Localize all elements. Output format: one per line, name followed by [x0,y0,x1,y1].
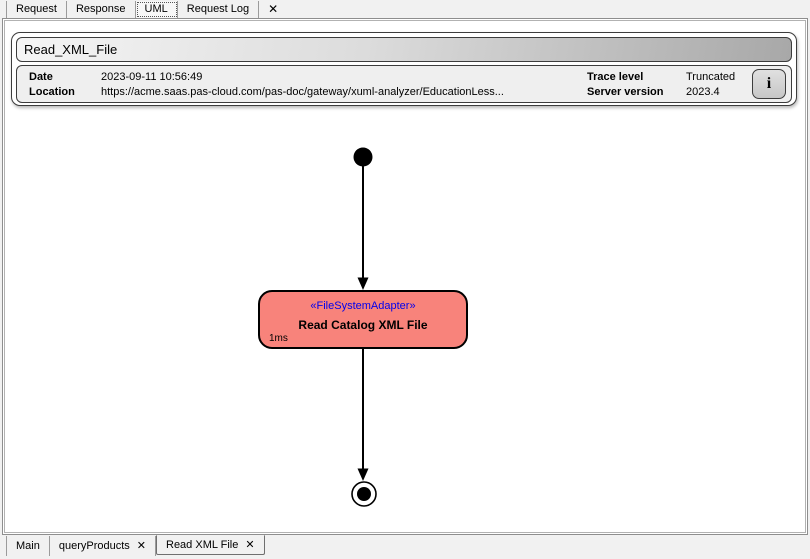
arrowhead-bottom-icon [357,468,369,481]
tab-uml[interactable]: UML [135,1,178,18]
final-node-inner [357,487,371,501]
top-tab-bar: Request Response UML Request Log ✕ [0,0,810,18]
arrowhead-top-icon [357,277,369,290]
tab-main[interactable]: Main [6,536,50,556]
header-card: Read_XML_File Date 2023-09-11 10:56:49 L… [11,32,797,106]
activity-node[interactable]: «FileSystemAdapter» Read Catalog XML Fil… [258,290,468,349]
trace-level-label: Trace level [587,71,644,83]
trace-level-value: Truncated [686,71,736,83]
date-value: 2023-09-11 10:56:49 [101,71,203,83]
server-version-value: 2023.4 [686,86,720,98]
tab-queryproducts[interactable]: queryProducts ✕ [50,536,156,556]
date-label: Date [29,71,53,83]
bottom-tab-bar: Main queryProducts ✕ Read XML File ✕ [0,535,810,559]
tab-main-label: Main [16,539,40,552]
activity-duration: 1ms [269,333,288,344]
uml-view-panel: Read_XML_File Date 2023-09-11 10:56:49 L… [2,18,808,535]
location-value: https://acme.saas.pas-cloud.com/pas-doc/… [101,86,504,98]
diagram-title: Read_XML_File [24,42,118,57]
server-version-label: Server version [587,86,664,98]
tab-read-xml-file-label: Read XML File [166,538,239,551]
initial-node [353,147,373,167]
info-button[interactable]: i [752,69,786,99]
activity-diagram [351,147,377,507]
activity-stereotype: «FileSystemAdapter» [310,300,416,312]
location-label: Location [29,86,75,98]
tab-request-log[interactable]: Request Log [178,1,260,18]
tab-queryproducts-label: queryProducts [58,539,130,552]
tab-request[interactable]: Request [6,1,67,18]
activity-name: Read Catalog XML File [298,318,428,332]
close-icon[interactable]: ✕ [136,539,146,552]
close-icon[interactable]: ✕ [268,2,279,16]
request-info-box: Date 2023-09-11 10:56:49 Location https:… [16,65,792,103]
tab-read-xml-file[interactable]: Read XML File ✕ [156,535,265,555]
tab-response[interactable]: Response [67,1,136,18]
close-icon[interactable]: ✕ [245,538,255,551]
diagram-title-bar: Read_XML_File [16,37,792,62]
